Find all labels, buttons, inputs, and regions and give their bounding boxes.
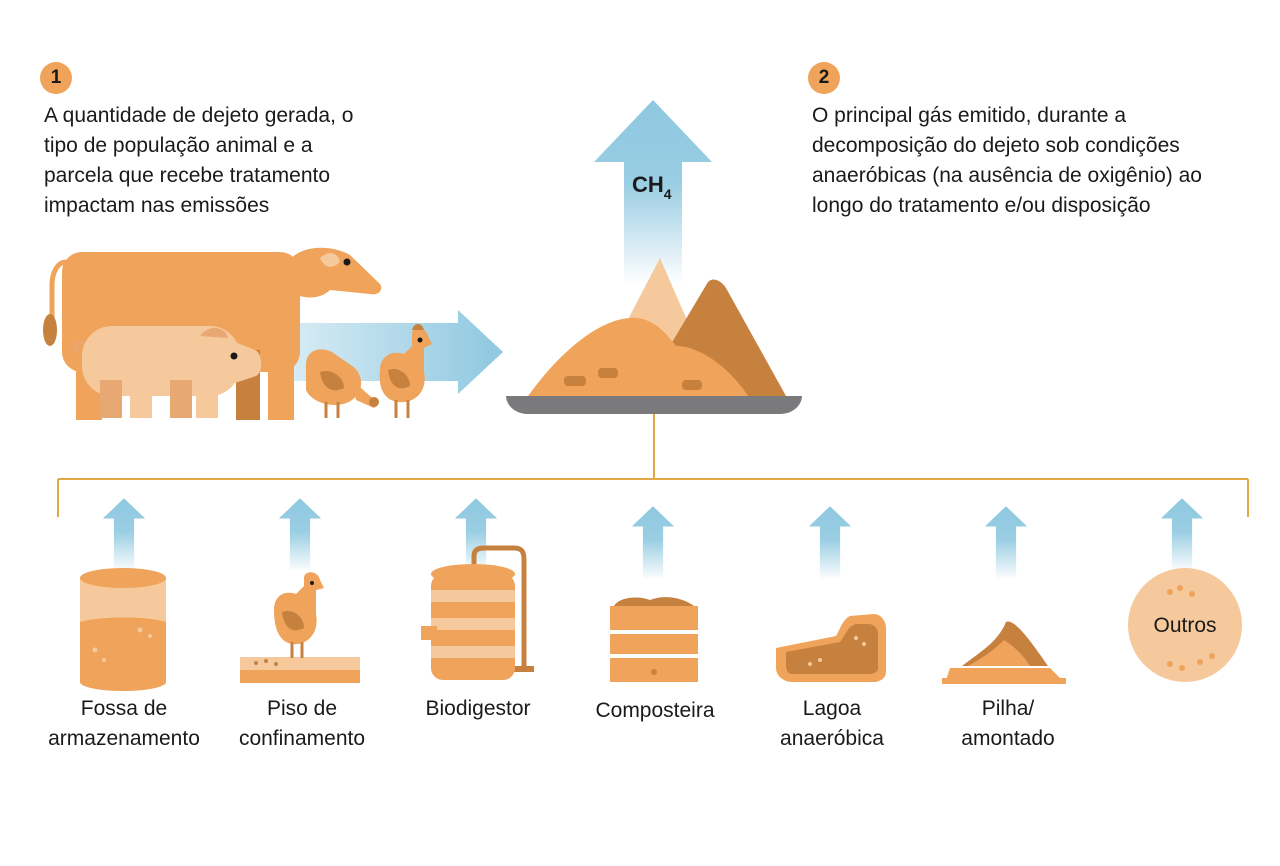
emission-arrow bbox=[984, 506, 1028, 580]
hen-icon bbox=[306, 349, 379, 418]
methane-formula: CH4 bbox=[632, 172, 672, 202]
step-2-line: O principal gás emitido, durante a bbox=[812, 104, 1127, 127]
others-label: Outros bbox=[1153, 614, 1216, 637]
emission-arrow bbox=[1160, 498, 1204, 572]
anaerobic-lagoon-icon bbox=[776, 614, 886, 682]
step-1-line: tipo de população animal e a bbox=[44, 134, 313, 157]
step-2-badge: 2 bbox=[808, 62, 840, 94]
branch-connector bbox=[57, 414, 1249, 517]
emission-arrows bbox=[102, 498, 1204, 580]
step-2-line: longo do tratamento e/ou disposição bbox=[812, 194, 1151, 217]
step-2-line: anaeróbicas (na ausência de oxigênio) ao bbox=[812, 164, 1202, 187]
biodigester-icon bbox=[421, 545, 534, 680]
hen-icon bbox=[379, 324, 432, 418]
step-2-line: decomposição do dejeto sob condições bbox=[812, 134, 1180, 157]
emission-arrow bbox=[278, 498, 322, 572]
step-1-line: impactam nas emissões bbox=[44, 194, 270, 217]
pig-icon bbox=[73, 326, 262, 418]
emission-arrow bbox=[631, 506, 675, 580]
step-1-text: A quantidade de dejeto gerada, o tipo de… bbox=[44, 101, 424, 221]
confinement-floor-icon bbox=[240, 572, 360, 683]
step-1-badge: 1 bbox=[40, 62, 72, 94]
treatment-label-manure-pile: Pilha/amontado bbox=[961, 697, 1055, 750]
treatment-label-compost-bin: Composteira bbox=[595, 699, 715, 722]
step-2-text: O principal gás emitido, durante a decom… bbox=[812, 101, 1252, 221]
emission-arrow bbox=[808, 506, 852, 580]
methane-arrow: CH4 bbox=[594, 100, 712, 285]
step-1-line: parcela que recebe tratamento bbox=[44, 164, 331, 187]
treatment-label-biodigester: Biodigestor bbox=[425, 697, 531, 720]
compost-bin-icon bbox=[610, 597, 698, 682]
emission-arrow bbox=[102, 498, 146, 572]
manure-heap-icon bbox=[506, 258, 802, 414]
step-1-line: A quantidade de dejeto gerada, o bbox=[44, 104, 354, 127]
storage-pit-icon bbox=[80, 568, 166, 691]
manure-pile-icon bbox=[942, 621, 1066, 684]
others-circle-icon: Outros bbox=[1128, 568, 1242, 682]
